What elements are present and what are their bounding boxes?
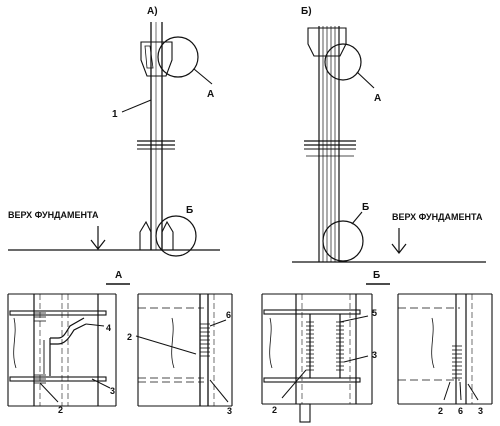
detail-b1-label-3: 3: [372, 350, 377, 360]
detail-b1-label-5: 5: [372, 308, 377, 318]
detail-circle-a-top-b: [324, 43, 362, 81]
foundation-label-b: ВЕРХ ФУНДАМЕНТА: [392, 212, 483, 222]
foundation-label-a: ВЕРХ ФУНДАМЕНТА: [8, 210, 99, 220]
column-b: [304, 26, 356, 262]
panel-b: Б) А Б ВЕРХ ФУНДАМЕНТА: [292, 6, 486, 263]
column-a: [137, 22, 175, 250]
detail-a2-label-3: 3: [227, 406, 232, 416]
callout-a-top: А: [207, 89, 214, 100]
detail-circle-b-bottom: [155, 215, 197, 257]
foundation-arrow-b: [391, 228, 407, 254]
detail-b1: 5 3 2: [261, 293, 377, 423]
detail-a2-label-2: 2: [127, 332, 132, 342]
detail-a1-label-2: 2: [58, 405, 63, 415]
detail-b2: 2 6 3: [397, 293, 493, 416]
callout-b-bottom: Б: [186, 205, 193, 216]
detail-b2-label-6: 6: [458, 406, 463, 416]
detail-header-b: Б: [373, 270, 380, 281]
panel-b-title: Б): [301, 6, 312, 17]
panel-a: А) А Б 1 ВЕРХ ФУНДАМЕНТА: [8, 6, 220, 257]
detail-b1-label-2: 2: [272, 405, 277, 415]
detail-circle-a-top: [157, 36, 199, 78]
detail-a2: 6 2 3: [127, 293, 233, 416]
detail-header-a: А: [115, 270, 122, 281]
detail-circle-b-bottom-b: [322, 220, 364, 262]
callout-a-top-b: А: [374, 93, 381, 104]
callout-b-bottom-b: Б: [362, 202, 369, 213]
label-1: 1: [112, 109, 118, 120]
foundation-arrow-a: [90, 226, 106, 250]
detail-b2-label-3: 3: [478, 406, 483, 416]
panel-a-title: А): [147, 6, 158, 17]
detail-b2-label-2: 2: [438, 406, 443, 416]
detail-a2-label-6: 6: [226, 310, 231, 320]
detail-a1-label-4: 4: [106, 323, 111, 333]
detail-a1: 4 3 2: [7, 293, 117, 415]
detail-a1-label-3: 3: [110, 386, 115, 396]
